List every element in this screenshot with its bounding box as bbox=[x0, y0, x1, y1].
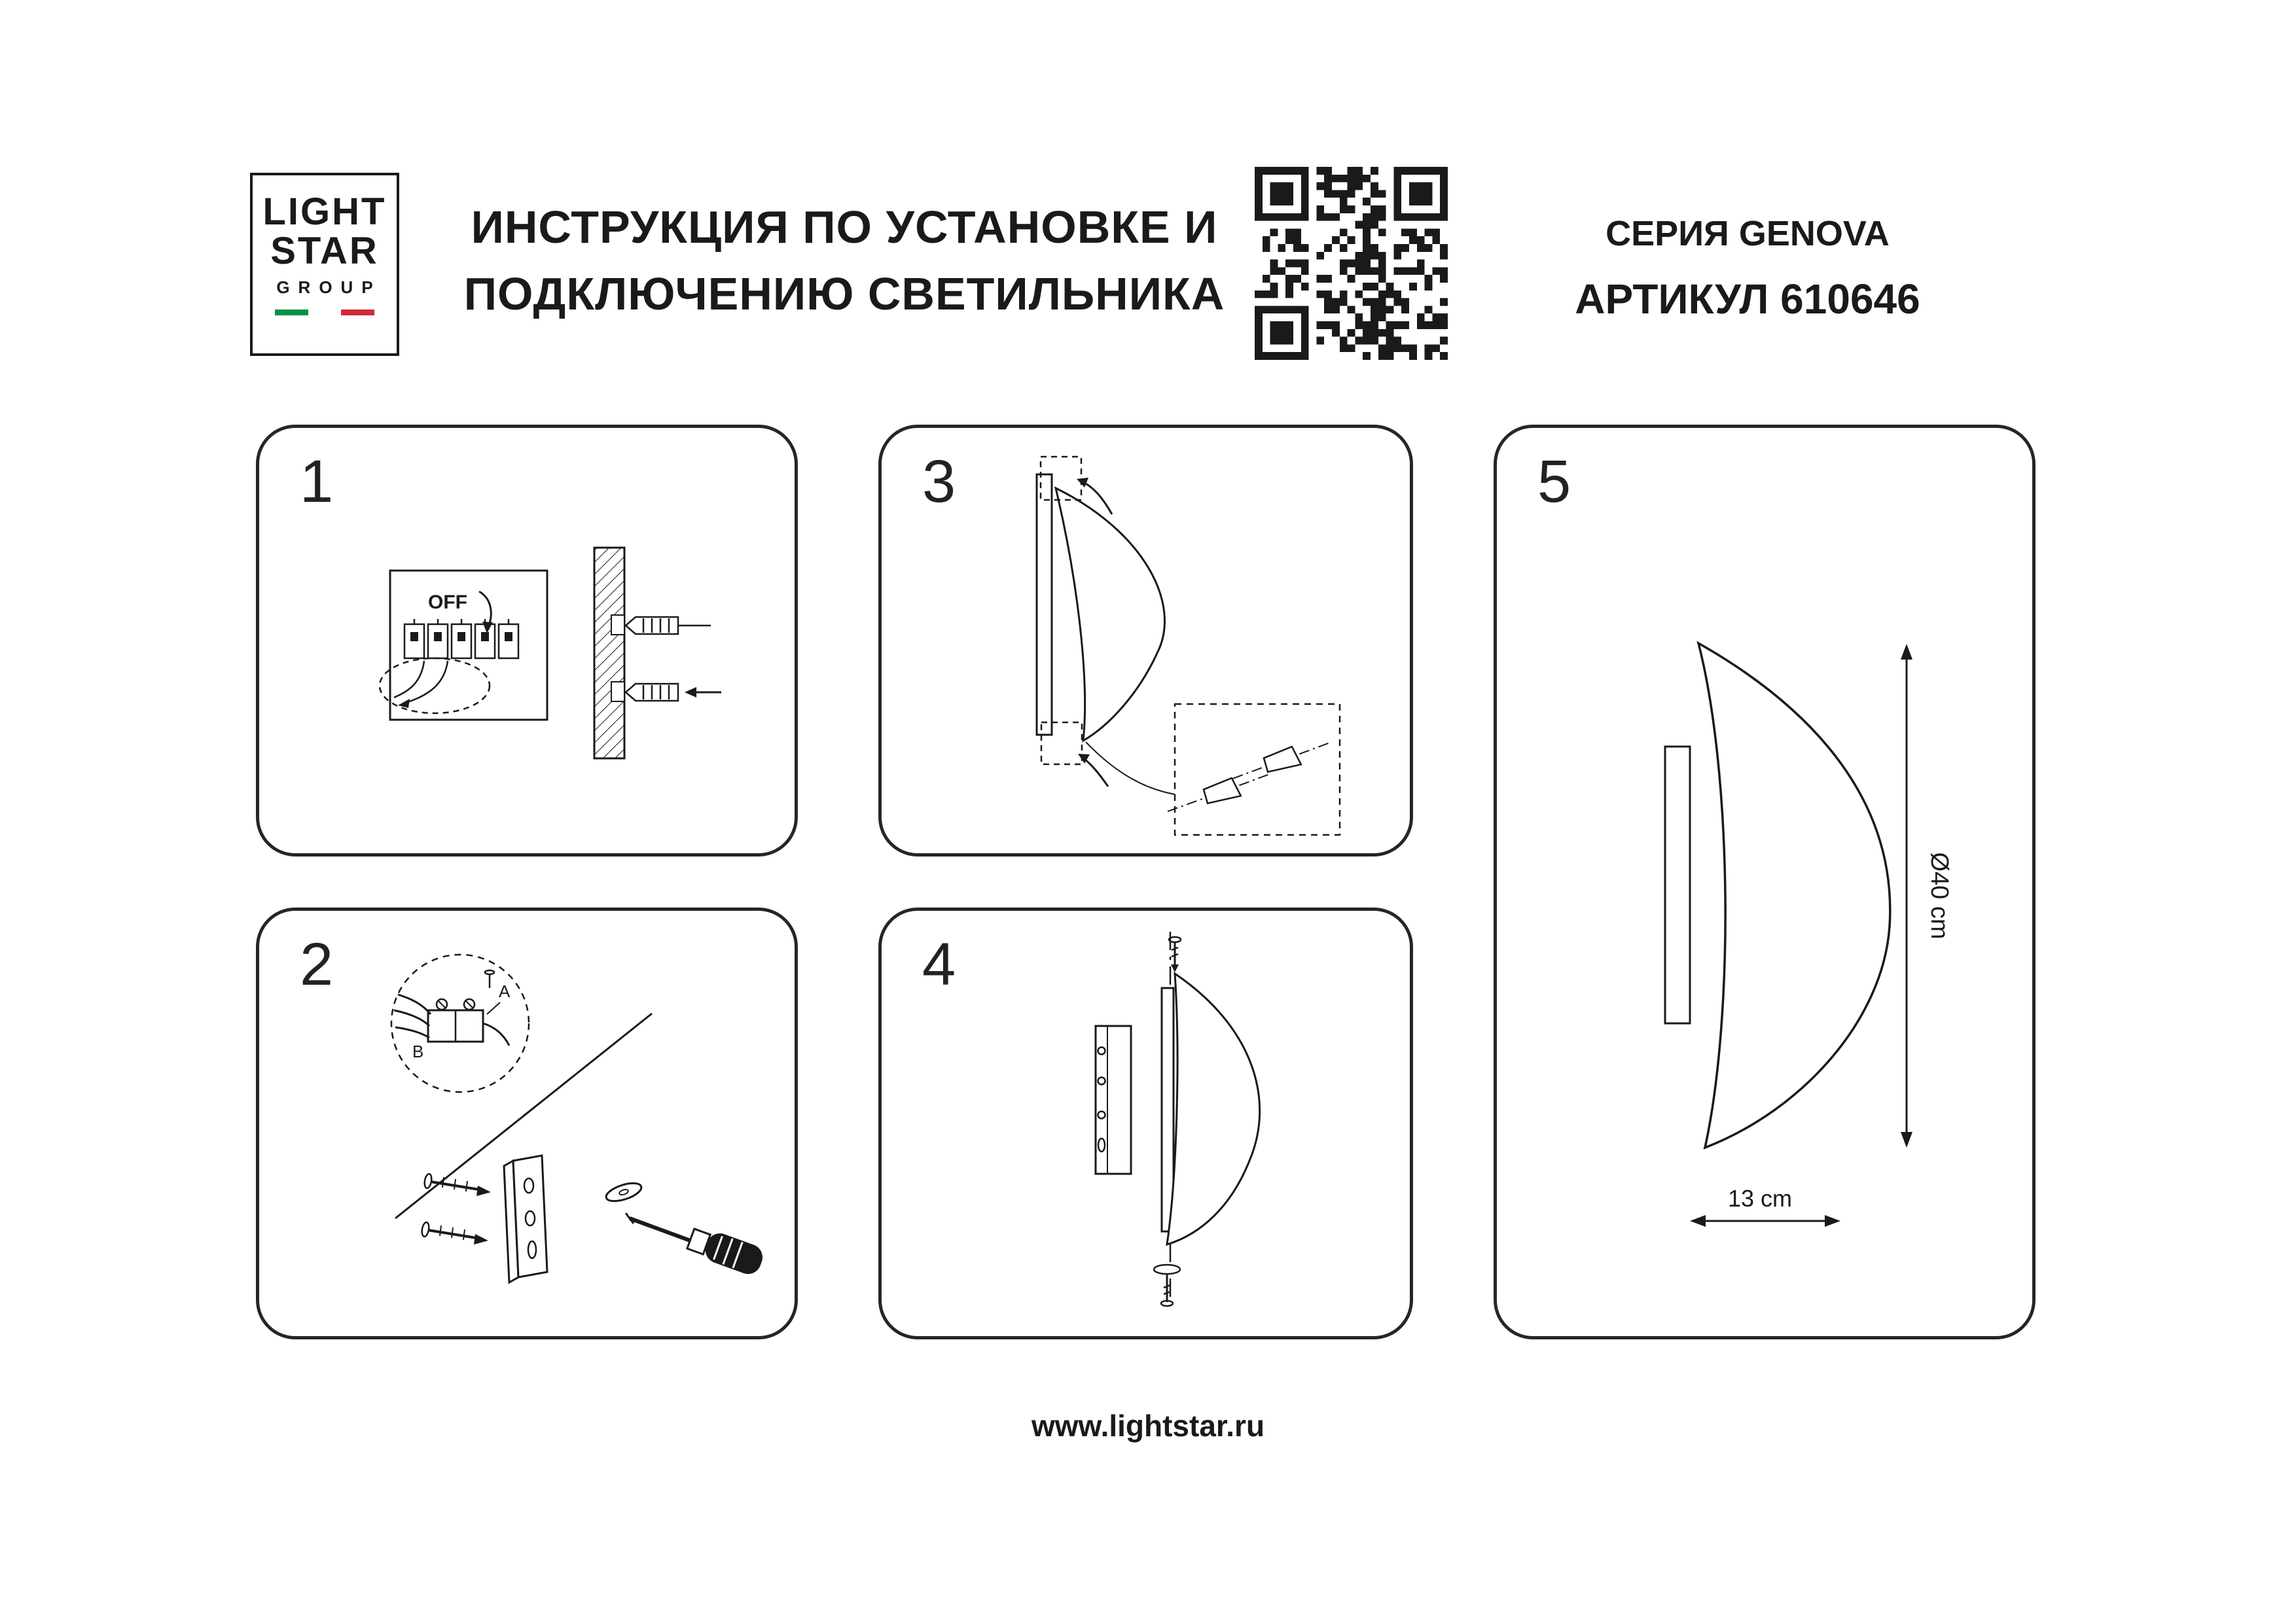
step-3-panel: 3 bbox=[878, 425, 1413, 856]
diameter-label: Ø40 cm bbox=[1926, 852, 1953, 939]
terminal-label-b: B bbox=[412, 1042, 423, 1061]
screw-bottom bbox=[421, 1221, 488, 1244]
flag-green bbox=[275, 309, 308, 315]
dowel-anchor-bottom bbox=[624, 682, 679, 702]
terminal-label-a: A bbox=[499, 981, 511, 1001]
arrow-down-icon bbox=[482, 622, 493, 633]
step-4-diagram bbox=[1094, 932, 1261, 1307]
flag-white bbox=[308, 309, 342, 315]
qr-code bbox=[1255, 167, 1448, 360]
mounting-bracket bbox=[503, 1154, 548, 1284]
lightstar-logo: LIGHT STAR GROUP bbox=[250, 173, 399, 356]
screwdriver-icon bbox=[624, 1212, 763, 1275]
mounting-plate bbox=[1160, 987, 1175, 1233]
wall-bracket bbox=[1094, 1025, 1132, 1175]
step-4-number: 4 bbox=[922, 931, 956, 998]
step-1-number: 1 bbox=[300, 448, 334, 515]
page-title-line2: ПОДКЛЮЧЕНИЮ СВЕТИЛЬНИКА bbox=[463, 268, 1225, 319]
arrow-left-icon bbox=[685, 687, 696, 697]
clip-marker-bottom bbox=[1040, 721, 1109, 787]
logo-word-star: STAR bbox=[270, 230, 379, 272]
screw-top-icon bbox=[1168, 936, 1182, 972]
step-2-diagram: A B bbox=[390, 953, 763, 1284]
dimension-diameter: Ø40 cm bbox=[1901, 644, 1953, 1148]
step-1-diagram: OFF bbox=[378, 546, 721, 760]
mounting-plate bbox=[1664, 745, 1691, 1025]
step-5-number: 5 bbox=[1537, 448, 1571, 515]
step-3-diagram bbox=[1035, 455, 1341, 836]
footer-website: www.lightstar.ru bbox=[1031, 1409, 1265, 1443]
logo-italian-flag bbox=[275, 309, 375, 315]
mounting-plate bbox=[1035, 473, 1053, 736]
dowel-anchor-top bbox=[624, 616, 711, 635]
screw-small-icon bbox=[484, 969, 495, 988]
article-label: АРТИКУЛ 610646 bbox=[1575, 275, 1920, 323]
lamp-shade-side bbox=[1054, 486, 1166, 743]
logo-word-group: GROUP bbox=[276, 277, 382, 297]
dimension-depth: 13 cm bbox=[1690, 1185, 1840, 1227]
washer-icon bbox=[605, 1182, 643, 1203]
screw-top bbox=[423, 1173, 491, 1196]
breaker-box-diagram: OFF bbox=[378, 569, 548, 721]
step-3-number: 3 bbox=[922, 448, 956, 515]
step-2-number: 2 bbox=[300, 931, 334, 998]
logo-word-light: LIGHT bbox=[262, 190, 387, 233]
lamp-shade-side bbox=[1166, 972, 1261, 1246]
series-label: СЕРИЯ GENOVA bbox=[1605, 214, 1890, 253]
depth-label: 13 cm bbox=[1728, 1185, 1792, 1212]
screw-bottom-icon bbox=[1153, 1263, 1181, 1307]
arrow-wire-icon bbox=[398, 699, 410, 708]
page-title: ИНСТРУКЦИЯ ПО УСТАНОВКЕ И ПОДКЛЮЧЕНИЮ СВ… bbox=[419, 194, 1270, 327]
step-2-panel: 2 A B bbox=[256, 908, 798, 1339]
terminal-block-detail: A B bbox=[390, 953, 530, 1093]
step-5-diagram: Ø40 cm 13 cm bbox=[1664, 641, 1953, 1227]
step-1-panel: 1 OFF bbox=[256, 425, 798, 856]
step-5-panel: 5 Ø40 cm 13 cm bbox=[1494, 425, 2036, 1339]
wire-connectors-detail bbox=[1167, 703, 1341, 836]
flag-red bbox=[341, 309, 375, 315]
page-title-line1: ИНСТРУКЦИЯ ПО УСТАНОВКЕ И bbox=[471, 202, 1218, 253]
product-info: СЕРИЯ GENOVA АРТИКУЛ 610646 bbox=[1479, 213, 2016, 323]
lamp-shade-side bbox=[1696, 641, 1892, 1150]
step-4-panel: 4 bbox=[878, 908, 1413, 1339]
wall-hatch-diagram bbox=[593, 546, 721, 760]
clip-marker-top bbox=[1039, 455, 1113, 515]
off-label: OFF bbox=[428, 591, 467, 613]
